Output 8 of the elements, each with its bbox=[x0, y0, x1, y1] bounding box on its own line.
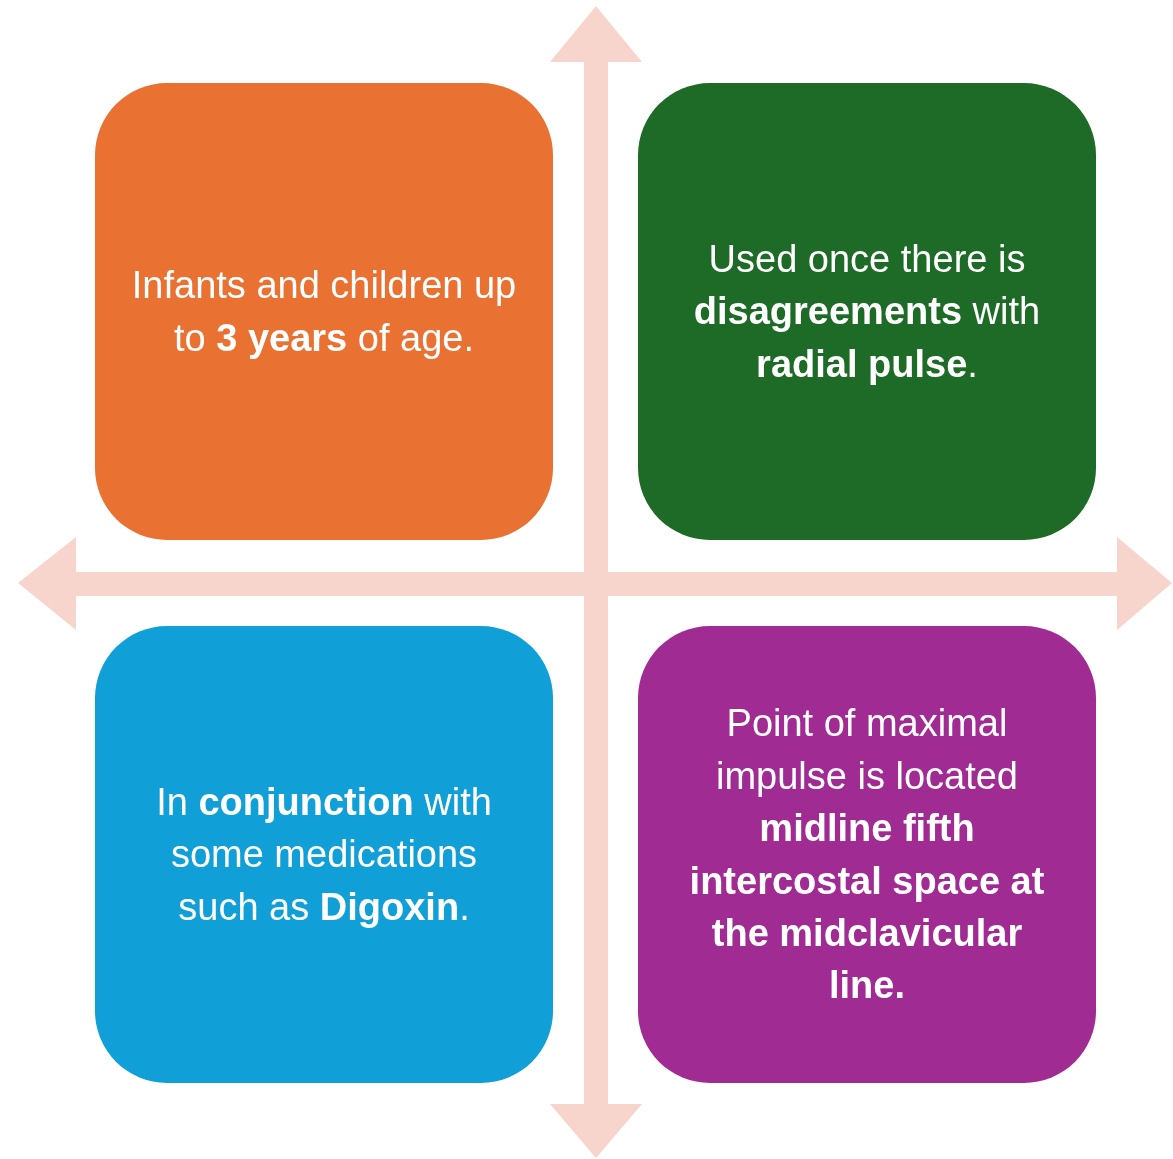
box-text: Used once there is disagreements with radial pulse. bbox=[692, 236, 1042, 387]
rounded-box bbox=[638, 626, 1096, 1083]
rounded-box bbox=[95, 626, 553, 1083]
rounded-box bbox=[95, 83, 553, 540]
rounded-box bbox=[638, 83, 1096, 540]
box-text: Infants and children up to 3 years of age. bbox=[131, 263, 517, 361]
box-text: In conjunction with some medications such as Digoxin. bbox=[155, 779, 493, 930]
box-text: Point of maximal impulse is located midline fifth intercostal space at the midclavicular line. bbox=[688, 701, 1046, 1009]
